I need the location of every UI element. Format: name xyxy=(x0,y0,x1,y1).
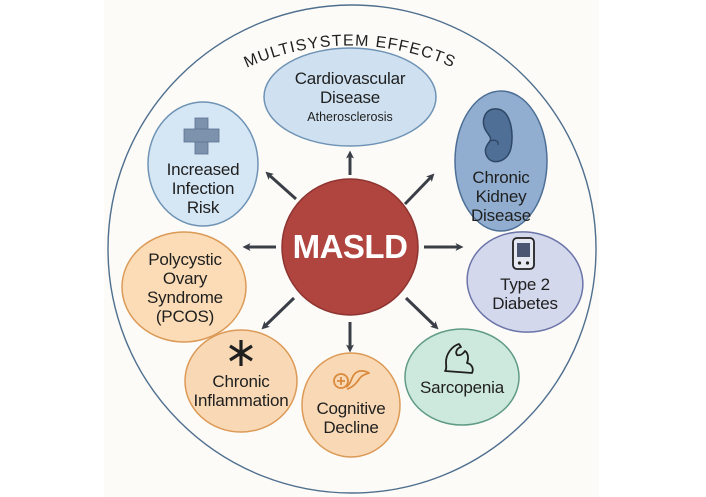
bubble-infection[interactable] xyxy=(147,101,259,227)
muscle-arm-icon xyxy=(444,343,474,374)
masld-center-circle[interactable] xyxy=(281,178,419,316)
bubble-cognitive[interactable] xyxy=(301,352,401,458)
bubble-cardiovascular[interactable] xyxy=(263,47,437,147)
bubble-sarcopenia[interactable] xyxy=(404,328,520,426)
bubble-diabetes[interactable] xyxy=(461,224,590,339)
bubble-pcos[interactable] xyxy=(121,231,247,343)
arrow-to-inflammation xyxy=(261,296,296,330)
bubble-inflammation[interactable] xyxy=(184,329,298,433)
bubbles-group xyxy=(121,47,590,458)
medical-cross-icon xyxy=(183,117,220,155)
arrow-to-infection xyxy=(265,171,297,201)
outer-ring xyxy=(107,4,597,494)
glucose-meter-icon xyxy=(512,237,535,270)
asterisk-icon xyxy=(229,340,253,366)
arrow-to-kidney xyxy=(403,173,435,206)
brain-plus-icon xyxy=(333,370,370,390)
kidney-icon xyxy=(482,108,513,163)
arrows-group xyxy=(242,150,464,353)
arrow-to-sarcopenia xyxy=(404,296,439,330)
